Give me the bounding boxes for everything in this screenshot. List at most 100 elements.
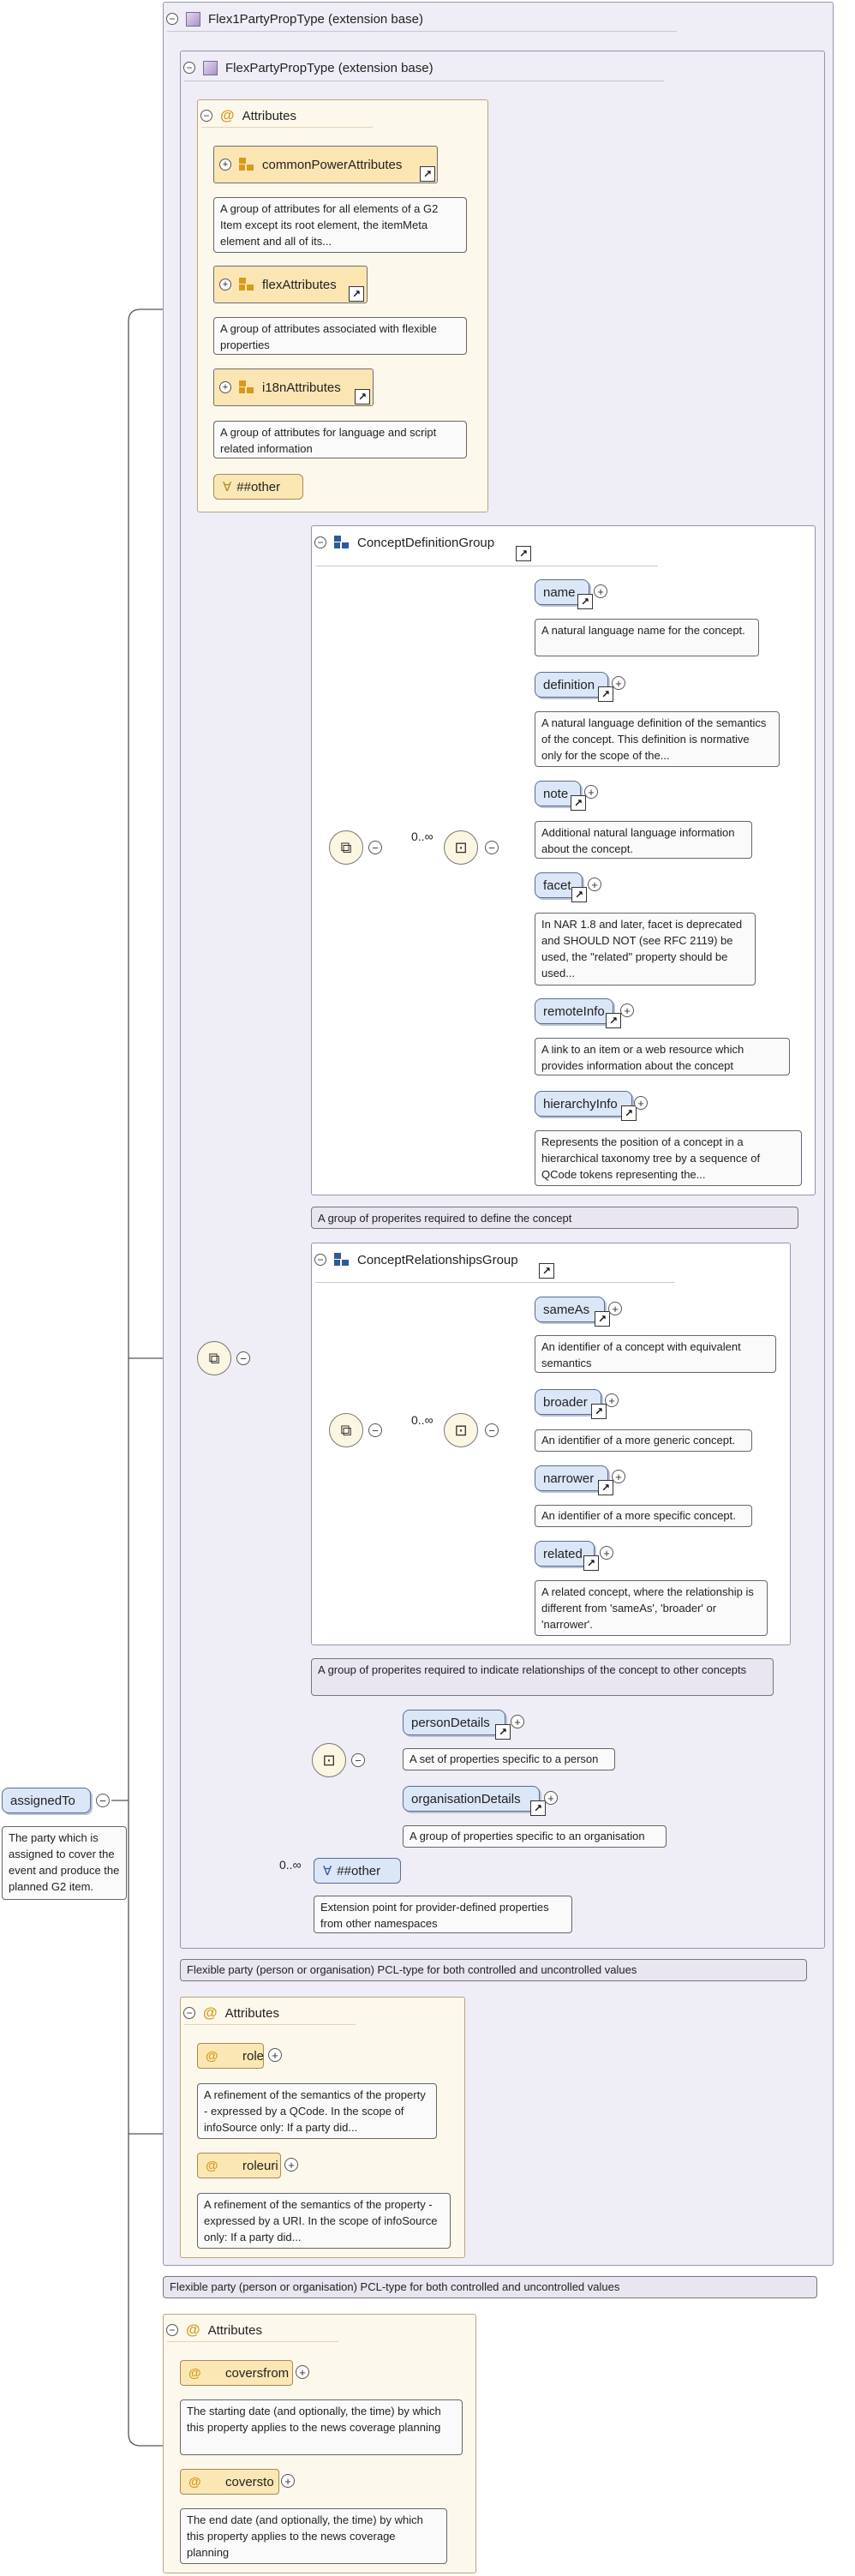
element-organisationDetails[interactable]: organisationDetails bbox=[403, 1786, 540, 1812]
collapse-icon[interactable]: − bbox=[96, 1794, 110, 1807]
link-arrow-icon[interactable]: ↗ bbox=[355, 389, 370, 404]
any-attribute-label: ##other bbox=[236, 479, 281, 494]
link-arrow-icon[interactable]: ↗ bbox=[583, 1555, 599, 1571]
link-arrow-icon[interactable]: ↗ bbox=[595, 1311, 610, 1327]
element-definition[interactable]: definition bbox=[535, 672, 608, 698]
attribute-group-label: i18nAttributes bbox=[262, 380, 341, 395]
attributes-title: Attributes bbox=[242, 108, 296, 123]
link-arrow-icon[interactable]: ↗ bbox=[598, 686, 613, 702]
divider bbox=[315, 1282, 675, 1283]
expand-icon[interactable]: + bbox=[268, 2048, 282, 2062]
collapse-icon[interactable]: − bbox=[351, 1753, 365, 1767]
expand-icon[interactable]: + bbox=[281, 2474, 295, 2488]
divider bbox=[167, 31, 677, 32]
attribute-roleuri[interactable]: @ roleuri bbox=[197, 2153, 281, 2178]
expand-icon[interactable]: + bbox=[219, 159, 231, 171]
attribute-coversfrom[interactable]: @ coversfrom bbox=[180, 2360, 293, 2386]
element-related[interactable]: related bbox=[535, 1541, 595, 1567]
annotation: A set of properties specific to a person bbox=[403, 1748, 615, 1770]
annotation: A group of attributes for all elements o… bbox=[213, 197, 467, 253]
collapse-icon[interactable]: − bbox=[368, 841, 382, 854]
element-broader[interactable]: broader bbox=[535, 1389, 601, 1415]
link-arrow-icon[interactable]: ↗ bbox=[598, 1480, 613, 1495]
link-arrow-icon[interactable]: ↗ bbox=[606, 1013, 621, 1028]
link-arrow-icon[interactable]: ↗ bbox=[349, 286, 364, 302]
attribute-group-commonPowerAttributes[interactable]: + commonPowerAttributes bbox=[213, 146, 438, 183]
collapse-icon[interactable]: − bbox=[183, 62, 195, 74]
collapse-icon[interactable]: − bbox=[368, 1423, 382, 1437]
expand-icon[interactable]: + bbox=[594, 584, 607, 598]
expand-icon[interactable]: + bbox=[612, 1470, 625, 1483]
cardinality-label: 0..∞ bbox=[279, 1858, 302, 1872]
crg-annotation: A group of properites required to indica… bbox=[311, 1658, 774, 1696]
collapse-icon[interactable]: − bbox=[236, 1351, 250, 1365]
attribute-coversto[interactable]: @ coversto bbox=[180, 2469, 279, 2495]
element-remoteInfo[interactable]: remoteInfo bbox=[535, 998, 613, 1024]
attributes-title: Attributes bbox=[207, 2322, 262, 2338]
attribute-role[interactable]: @ role bbox=[197, 2043, 264, 2069]
link-arrow-icon[interactable]: ↗ bbox=[420, 166, 435, 182]
expand-icon[interactable]: + bbox=[634, 1096, 648, 1110]
attributes-header: − @ Attributes bbox=[200, 106, 296, 125]
annotation: An identifier of a concept with equivale… bbox=[535, 1335, 776, 1373]
annotation: A group of properties specific to an org… bbox=[403, 1825, 667, 1848]
collapse-icon[interactable]: − bbox=[183, 2007, 195, 2019]
collapse-icon[interactable]: − bbox=[166, 2324, 178, 2336]
expand-icon[interactable]: + bbox=[296, 2365, 309, 2379]
attribute-group-label: flexAttributes bbox=[262, 277, 337, 292]
element-personDetails[interactable]: personDetails bbox=[403, 1710, 505, 1735]
link-arrow-icon[interactable]: ↗ bbox=[571, 887, 587, 902]
annotation: A group of attributes associated with fl… bbox=[213, 317, 467, 355]
link-arrow-icon[interactable]: ↗ bbox=[516, 546, 531, 561]
attribute-icon: @ bbox=[206, 2158, 218, 2173]
element-narrower[interactable]: narrower bbox=[535, 1465, 608, 1491]
link-arrow-icon[interactable]: ↗ bbox=[495, 1724, 511, 1740]
element-hierarchyInfo[interactable]: hierarchyInfo bbox=[535, 1091, 632, 1117]
extension-icon bbox=[186, 11, 200, 27]
link-arrow-icon[interactable]: ↗ bbox=[591, 1404, 607, 1419]
expand-icon[interactable]: + bbox=[600, 1546, 613, 1560]
link-arrow-icon[interactable]: ↗ bbox=[621, 1105, 637, 1121]
attribute-group-i18nAttributes[interactable]: + i18nAttributes bbox=[213, 368, 374, 406]
flex1-title: Flex1PartyPropType (extension base) bbox=[208, 11, 423, 27]
link-arrow-icon[interactable]: ↗ bbox=[577, 594, 593, 609]
element-sameAs[interactable]: sameAs bbox=[535, 1297, 605, 1322]
collapse-icon[interactable]: − bbox=[485, 1423, 499, 1437]
cardinality-label: 0..∞ bbox=[411, 830, 433, 843]
link-arrow-icon[interactable]: ↗ bbox=[539, 1263, 554, 1279]
expand-icon[interactable]: + bbox=[219, 279, 231, 291]
expand-icon[interactable]: + bbox=[511, 1715, 524, 1728]
attributes-header: − @ Attributes bbox=[166, 2321, 262, 2339]
expand-icon[interactable]: + bbox=[284, 2158, 298, 2172]
link-arrow-icon[interactable]: ↗ bbox=[571, 795, 586, 811]
attribute-group-icon bbox=[239, 380, 254, 394]
attribute-icon: @ bbox=[188, 2474, 201, 2489]
divider bbox=[167, 2341, 338, 2342]
expand-icon[interactable]: + bbox=[612, 676, 625, 690]
any-element[interactable]: ∀ ##other bbox=[314, 1858, 401, 1884]
expand-icon[interactable]: + bbox=[605, 1393, 619, 1407]
expand-icon[interactable]: + bbox=[584, 785, 598, 799]
collapse-icon[interactable]: − bbox=[166, 13, 178, 25]
any-attribute[interactable]: ∀ ##other bbox=[213, 474, 303, 500]
sequence-compositor-icon: ⧉ bbox=[329, 830, 363, 865]
attribute-icon: @ bbox=[206, 2048, 218, 2064]
collapse-icon[interactable]: − bbox=[314, 1254, 326, 1266]
cdg-annotation: A group of properites required to define… bbox=[311, 1207, 798, 1229]
root-element-assignedTo[interactable]: assignedTo bbox=[2, 1788, 91, 1813]
expand-icon[interactable]: + bbox=[620, 1003, 634, 1017]
attribute-icon: @ bbox=[203, 2004, 218, 2021]
expand-icon[interactable]: + bbox=[608, 1302, 622, 1315]
expand-icon[interactable]: + bbox=[588, 878, 601, 891]
collapse-icon[interactable]: − bbox=[200, 110, 212, 122]
expand-icon[interactable]: + bbox=[544, 1791, 558, 1805]
collapse-icon[interactable]: − bbox=[314, 536, 326, 548]
flex-title: FlexPartyPropType (extension base) bbox=[225, 60, 433, 75]
annotation: A natural language name for the concept. bbox=[535, 619, 759, 656]
collapse-icon[interactable]: − bbox=[485, 841, 499, 854]
expand-icon[interactable]: + bbox=[219, 381, 231, 393]
choice-compositor-icon: ⊡ bbox=[444, 1413, 478, 1447]
link-arrow-icon[interactable]: ↗ bbox=[530, 1800, 546, 1816]
attribute-group-flexAttributes[interactable]: + flexAttributes bbox=[213, 266, 368, 303]
choice-compositor-icon: ⊡ bbox=[444, 830, 478, 865]
